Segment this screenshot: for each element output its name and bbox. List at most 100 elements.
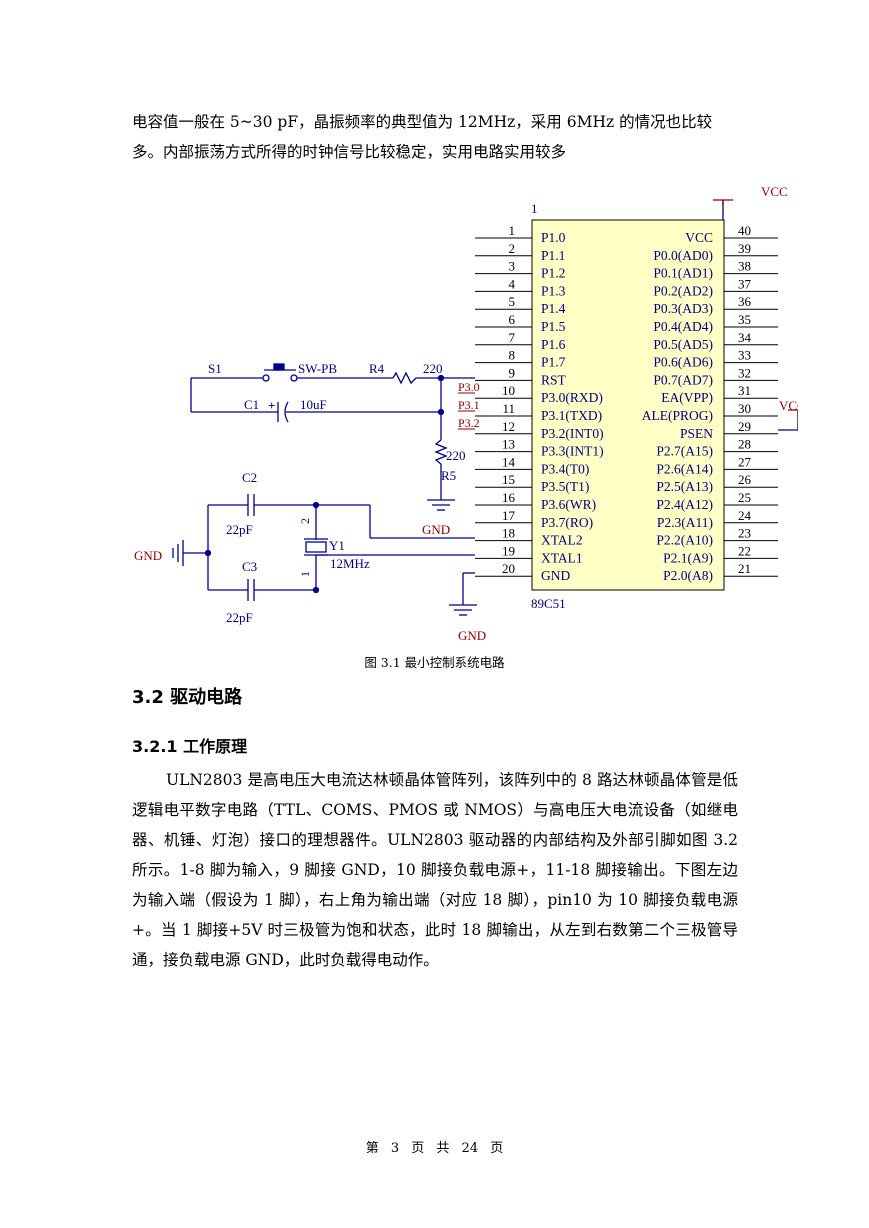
pin-name-31: EA(VPP) (661, 390, 713, 405)
r5-value: 220 (446, 448, 466, 463)
pin-number-37: 37 (738, 276, 752, 291)
c1-ref: C1 (244, 397, 259, 412)
junction-gnd-left (204, 549, 212, 557)
pin-number-39: 39 (738, 241, 751, 256)
net-label-p31: P3.1 (458, 398, 480, 412)
pin-name-32: P0.7(AD7) (653, 372, 713, 387)
r4-ref: R4 (369, 361, 385, 376)
page-footer: 第 3 页 共 24 页 (365, 1141, 504, 1156)
pin-number-13: 13 (502, 437, 515, 452)
pin-number-6: 6 (509, 312, 516, 327)
c1-value: 10uF (300, 397, 327, 412)
pin-number-1: 1 (509, 223, 516, 238)
pin-number-4: 4 (509, 276, 516, 291)
chip-89c51 (531, 219, 725, 591)
pin-name-9: RST (541, 372, 567, 387)
pin-name-11: P3.1(TXD) (541, 408, 602, 423)
switch-button (273, 363, 285, 371)
pin-number-9: 9 (509, 365, 516, 380)
pin-name-12: P3.2(INT0) (541, 426, 604, 441)
pin-number-5: 5 (509, 294, 516, 309)
pin-name-17: P3.7(RO) (541, 515, 593, 530)
net-label-p32: P3.2 (458, 416, 480, 430)
vcc-top-label: VCC (761, 184, 788, 199)
switch-contact-right (290, 374, 298, 382)
switch-type: SW-PB (298, 361, 337, 376)
pin-name-14: P3.4(T0) (541, 461, 589, 476)
pin-name-38: P0.1(AD1) (653, 266, 713, 281)
pin-number-2: 2 (509, 241, 516, 256)
pin-number-18: 18 (502, 526, 515, 541)
pin-name-30: ALE(PROG) (642, 408, 713, 423)
crystal-pin1: 1 (298, 571, 312, 577)
pin-name-40: VCC (685, 230, 713, 245)
pin-name-24: P2.3(A11) (657, 515, 713, 530)
pin-name-16: P3.6(WR) (541, 497, 596, 512)
pin-number-22: 22 (738, 543, 751, 558)
crystal-y1 (305, 541, 327, 553)
pin-name-39: P0.0(AD0) (653, 248, 713, 263)
crystal-value: 12MHz (330, 556, 370, 571)
pin-name-26: P2.5(A13) (656, 479, 713, 494)
c3-value: 22pF (226, 610, 253, 625)
intro-paragraph: 电容值一般在 5~30 pF，晶振频率的典型值为 12MHz，采用 6MHz 的… (132, 113, 713, 161)
pin-number-21: 21 (738, 561, 751, 576)
pin-number-10: 10 (502, 383, 515, 398)
pin-name-10: P3.0(RXD) (541, 390, 603, 405)
pin-name-15: P3.5(T1) (541, 479, 589, 494)
vcc-right-label: VCC (779, 398, 798, 413)
capacitor-c1-plate2 (284, 401, 289, 423)
r4-value: 220 (423, 361, 443, 376)
pin-name-2: P1.1 (541, 248, 565, 263)
pin-name-20: GND (541, 568, 570, 583)
pin-name-29: PSEN (680, 426, 713, 441)
pin-number-11: 11 (502, 401, 515, 416)
body-paragraph: ULN2803 是高电压大电流达林顿晶体管阵列，该阵列中的 8 路达林顿晶体管是… (132, 771, 738, 969)
pin-number-36: 36 (738, 294, 752, 309)
pin-name-7: P1.6 (541, 337, 566, 352)
pin-number-34: 34 (738, 330, 752, 345)
pin-name-21: P2.0(A8) (663, 568, 713, 583)
pin-number-24: 24 (738, 508, 752, 523)
chip-name: 89C51 (531, 596, 566, 611)
pin-name-3: P1.2 (541, 266, 565, 281)
c2-value: 22pF (226, 522, 253, 537)
subsection-heading: 3.2.1 工作原理 (132, 737, 248, 756)
r5-ref: R5 (441, 468, 456, 483)
pin-number-17: 17 (502, 508, 516, 523)
pin-name-22: P2.1(A9) (663, 550, 713, 565)
pin-number-15: 15 (502, 472, 515, 487)
pin-name-35: P0.4(AD4) (653, 319, 713, 334)
pin-name-34: P0.5(AD5) (653, 337, 713, 352)
pin-number-23: 23 (738, 526, 751, 541)
resistor-r5 (434, 439, 448, 465)
pin-name-33: P0.6(AD6) (653, 355, 713, 370)
gnd-label-r5: GND (422, 522, 450, 537)
pin-name-13: P3.3(INT1) (541, 444, 604, 459)
switch-ref: S1 (208, 361, 222, 376)
net-label-p30: P3.0 (458, 380, 480, 394)
pin-name-5: P1.4 (541, 301, 566, 316)
pin-number-31: 31 (738, 383, 751, 398)
pin-number-28: 28 (738, 437, 751, 452)
pin-name-4: P1.3 (541, 283, 566, 298)
pin-number-33: 33 (738, 348, 751, 363)
pin-name-6: P1.5 (541, 319, 566, 334)
pin-number-14: 14 (502, 454, 516, 469)
pin-name-36: P0.3(AD3) (653, 301, 713, 316)
pin-number-38: 38 (738, 259, 751, 274)
pin-number-16: 16 (502, 490, 516, 505)
pin-number-40: 40 (738, 223, 751, 238)
pin-name-28: P2.7(A15) (656, 444, 713, 459)
pin-name-18: XTAL2 (541, 533, 583, 548)
gnd-label-bottom: GND (458, 628, 486, 643)
pin-number-27: 27 (738, 454, 752, 469)
junction-r4 (437, 374, 445, 382)
section-heading: 3.2 驱动电路 (132, 687, 243, 708)
pin-name-23: P2.2(A10) (656, 533, 713, 548)
crystal-ref: Y1 (329, 538, 345, 553)
pin-name-19: XTAL1 (541, 550, 583, 565)
gnd-label-left: GND (134, 548, 162, 563)
pin-number-7: 7 (509, 330, 516, 345)
